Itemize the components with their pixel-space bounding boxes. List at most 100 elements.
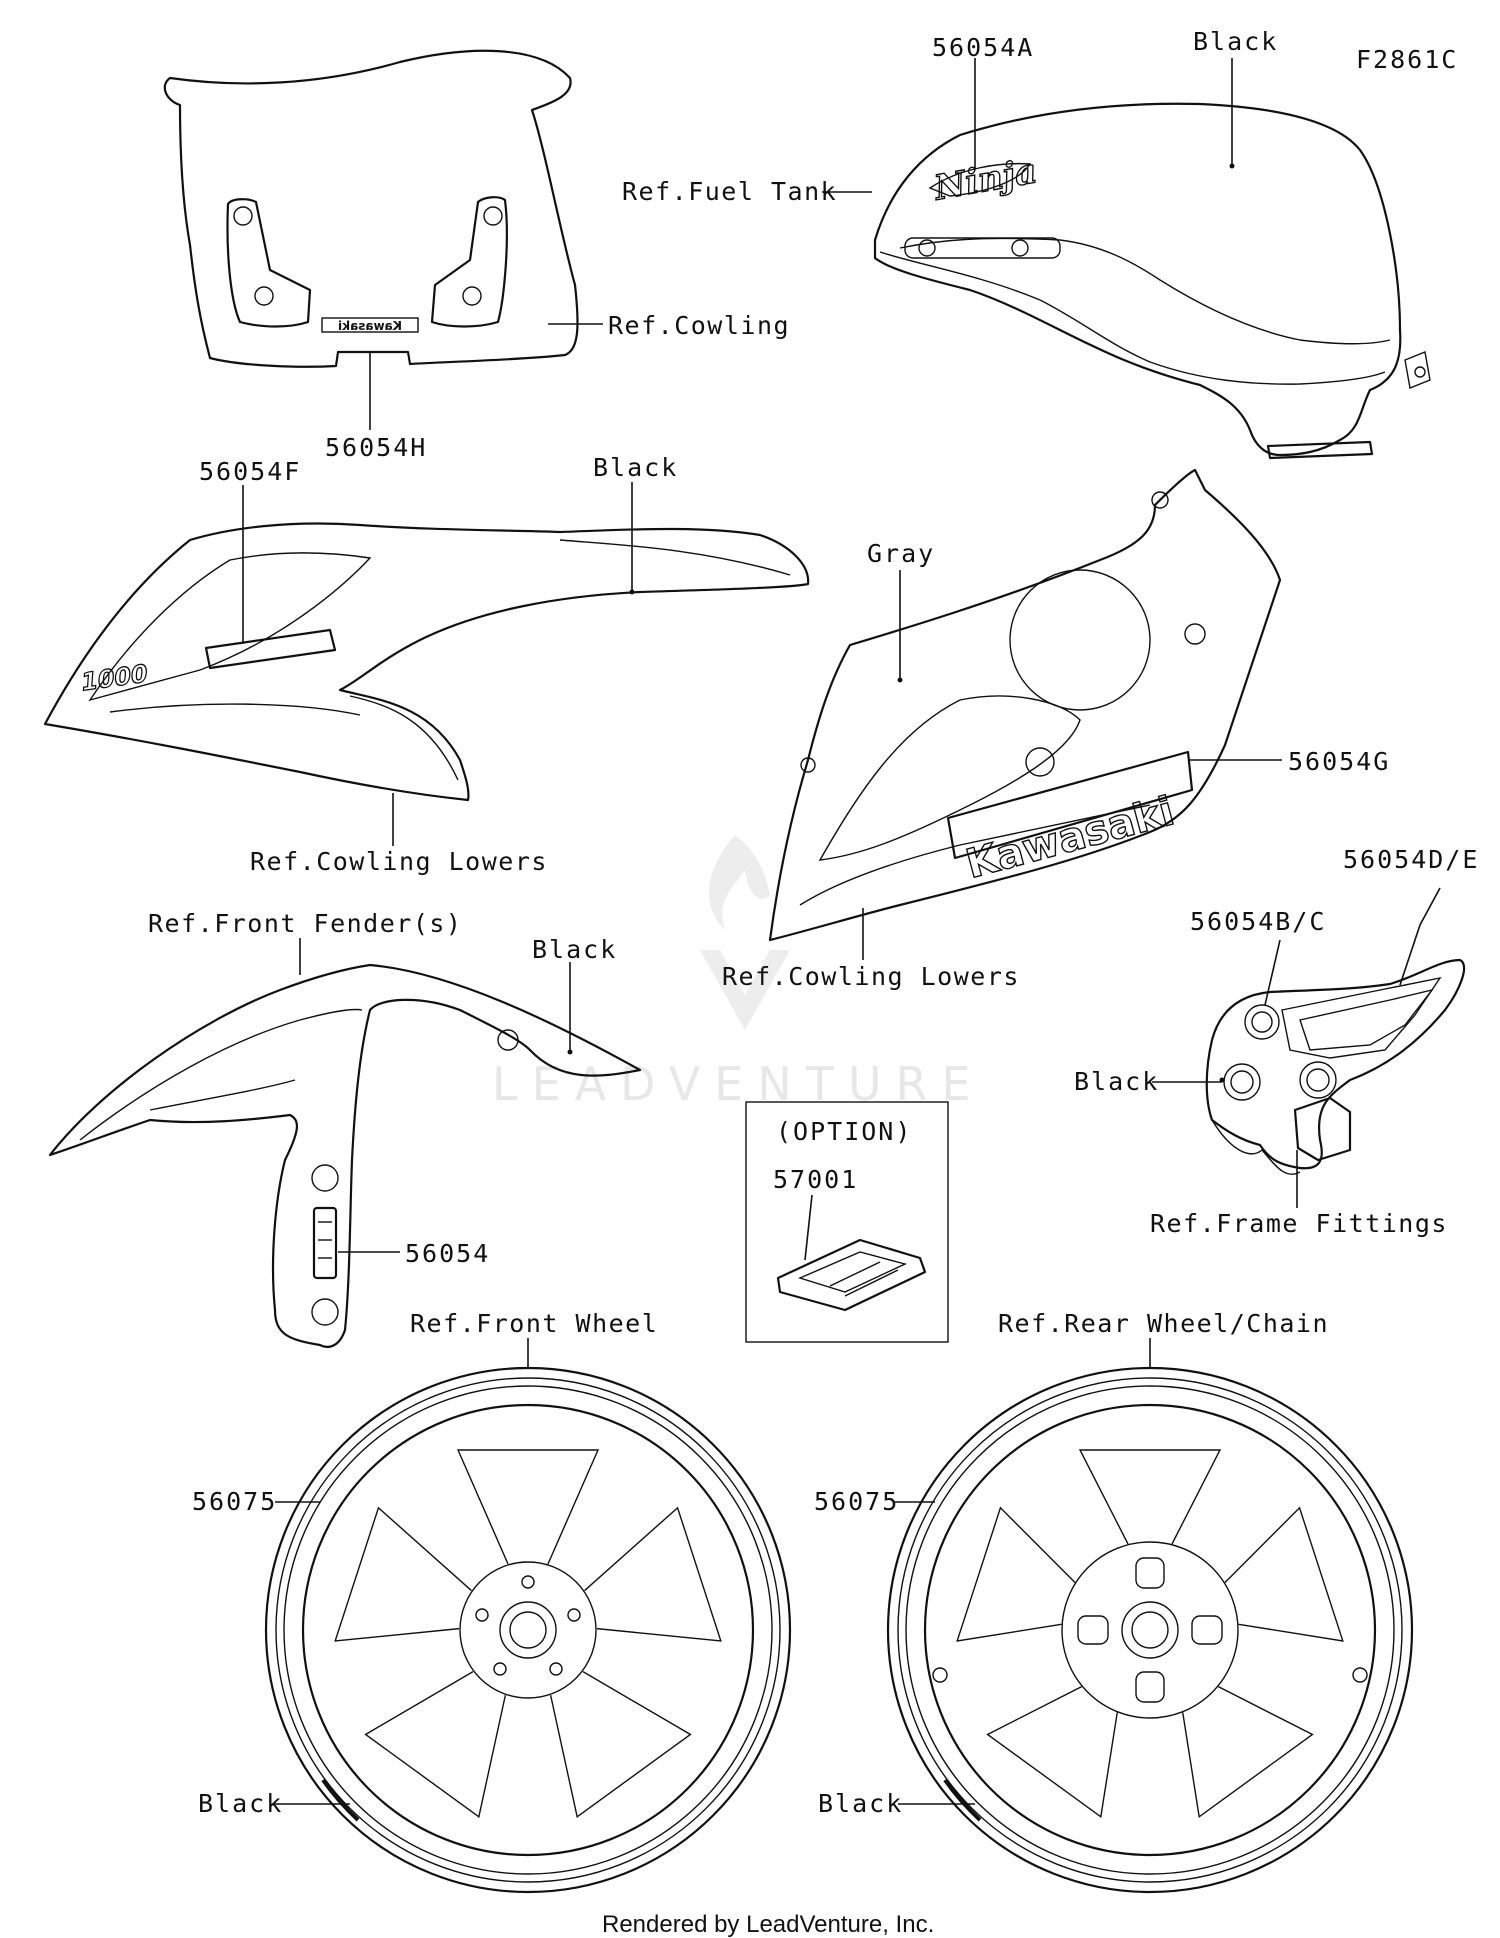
cowling-hole: [1025, 747, 1055, 777]
rear-wheel-56075-label: 56075: [814, 1487, 899, 1516]
front-rim-outer: [264, 1366, 792, 1894]
cowling-cutout: [1009, 569, 1151, 711]
frame-fittings-group: [1205, 958, 1466, 1175]
fender-hole: [311, 1298, 339, 1326]
cowling-inner-line: [88, 552, 372, 702]
front-spokes: [334, 1449, 722, 1818]
footer-credit: Rendered by LeadVenture, Inc.: [602, 1911, 934, 1938]
fitting-hole-inner: [1306, 1068, 1330, 1092]
cowling-inner-line: [349, 695, 459, 781]
front-wheel-group: [264, 1366, 792, 1894]
front-fender-group: [48, 963, 642, 1348]
ninja-logo: Ninja: [931, 151, 1040, 208]
right-mirror-mount: [430, 196, 508, 328]
1000-badge-outline: [204, 628, 337, 670]
windscreen-logo: Kawasaki: [338, 319, 402, 333]
mount-hole: [483, 206, 503, 226]
leader-line: [804, 1194, 813, 1261]
rear-hub-center: [1121, 1601, 1179, 1659]
part-56054BC-label: 56054B/C: [1190, 907, 1326, 936]
front-axle: [509, 1611, 547, 1649]
tank-bracket-hole: [1414, 366, 1426, 378]
cowling-decal-56054F: 1000: [80, 628, 337, 697]
fender-decal-56054: [312, 1206, 338, 1280]
option-box: (OPTION) 57001: [745, 1101, 949, 1343]
option-label: (OPTION): [776, 1117, 912, 1146]
fitting-hole-inner: [1230, 1070, 1254, 1094]
cowl-color-label: Black: [593, 453, 678, 482]
tank-bolt: [1011, 239, 1029, 257]
lower-cowling-decal-56054G: Kawasaki: [946, 750, 1194, 889]
part-56054H-label: 56054H: [325, 433, 427, 462]
fender-inner-line: [149, 1079, 296, 1111]
lower-cowling-group: Kawasaki: [768, 468, 1282, 942]
fender-logo-circle: [497, 1029, 519, 1051]
gray-color-label: Gray: [867, 539, 935, 568]
part-56054G-label: 56054G: [1288, 747, 1390, 776]
rear-rim-stripe: [905, 1385, 1395, 1875]
1000-badge: 1000: [80, 658, 148, 697]
front-rim-stripe: [283, 1385, 773, 1875]
fitting-block: [1293, 1096, 1352, 1162]
cowling-hole: [1184, 623, 1206, 645]
part-57001-label: 57001: [773, 1165, 858, 1194]
part-56054DE-label: 56054D/E: [1343, 845, 1479, 874]
frame-color-label: Black: [1074, 1067, 1159, 1096]
fitting-hole: [1299, 1061, 1337, 1099]
figure-code: F2861C: [1356, 45, 1458, 74]
fitting-decal-56054DE: [1299, 988, 1434, 1051]
front-wheel-color-label: Black: [198, 1789, 283, 1818]
fitting-hole: [1244, 1004, 1280, 1040]
ref-front-fender-label: Ref.Front Fender(s): [148, 909, 462, 938]
kawasaki-logo-outline: [946, 750, 1194, 860]
rear-axle: [1131, 1611, 1169, 1649]
front-fender: [48, 963, 642, 1348]
cowling-inner-line: [559, 539, 791, 576]
leader-line: [1264, 939, 1281, 1006]
cowling-hole: [1151, 491, 1169, 509]
windscreen-decal-56054H: [321, 317, 419, 333]
rear-wheel-group: [886, 1366, 1414, 1894]
upper-cowling: [43, 522, 810, 802]
front-hub-outer: [459, 1561, 597, 1699]
tank-base: [1266, 440, 1374, 460]
rear-rim-hole: [932, 1667, 948, 1683]
ref-rear-wheel-label: Ref.Rear Wheel/Chain: [998, 1309, 1329, 1338]
left-mirror-mount: [226, 198, 312, 328]
fuel-tank: [873, 102, 1402, 457]
cowling-inner-line: [109, 703, 361, 716]
ref-front-wheel-label: Ref.Front Wheel: [410, 1309, 658, 1338]
frame-fitting: [1205, 958, 1466, 1170]
rear-rim-inner: [923, 1403, 1377, 1857]
fender-inner-line: [79, 1008, 363, 1141]
tank-mount: [904, 237, 1061, 259]
rear-rim-stripe: [897, 1377, 1403, 1883]
mount-hole: [462, 286, 482, 306]
tool-detail: [829, 1261, 899, 1297]
windscreen: [163, 49, 579, 368]
tank-bracket: [1404, 351, 1431, 389]
mount-hole: [233, 206, 253, 226]
tool-detail: [797, 1251, 908, 1293]
ref-cowling-label: Ref.Cowling: [608, 311, 790, 340]
rear-spokes: [956, 1449, 1344, 1819]
ninja-logo-outline: [928, 162, 1032, 197]
front-hub-center: [499, 1601, 557, 1659]
tank-lower-edge: [879, 251, 1386, 385]
fitting-hole-inner: [1251, 1011, 1273, 1033]
windscreen-decal-group: Kawasaki: [163, 49, 579, 368]
front-bolt-holes: [475, 1575, 581, 1676]
upper-cowling-group: 1000: [43, 522, 810, 802]
ref-fuel-tank-label: Ref.Fuel Tank: [622, 177, 837, 206]
front-rim-decal-black: [321, 1778, 360, 1822]
tank-color-label: Black: [1193, 27, 1278, 56]
rear-rim-outer: [886, 1366, 1414, 1894]
fitting-plate: [1281, 976, 1442, 1059]
front-rim-stripe: [275, 1377, 781, 1883]
ref-cowling-lowers-left-label: Ref.Cowling Lowers: [250, 847, 548, 876]
fitting-lower: [1211, 1119, 1301, 1175]
fender-color-label: Black: [532, 935, 617, 964]
front-rim-inner: [301, 1403, 755, 1857]
kawasaki-logo: Kawasaki: [961, 788, 1179, 888]
